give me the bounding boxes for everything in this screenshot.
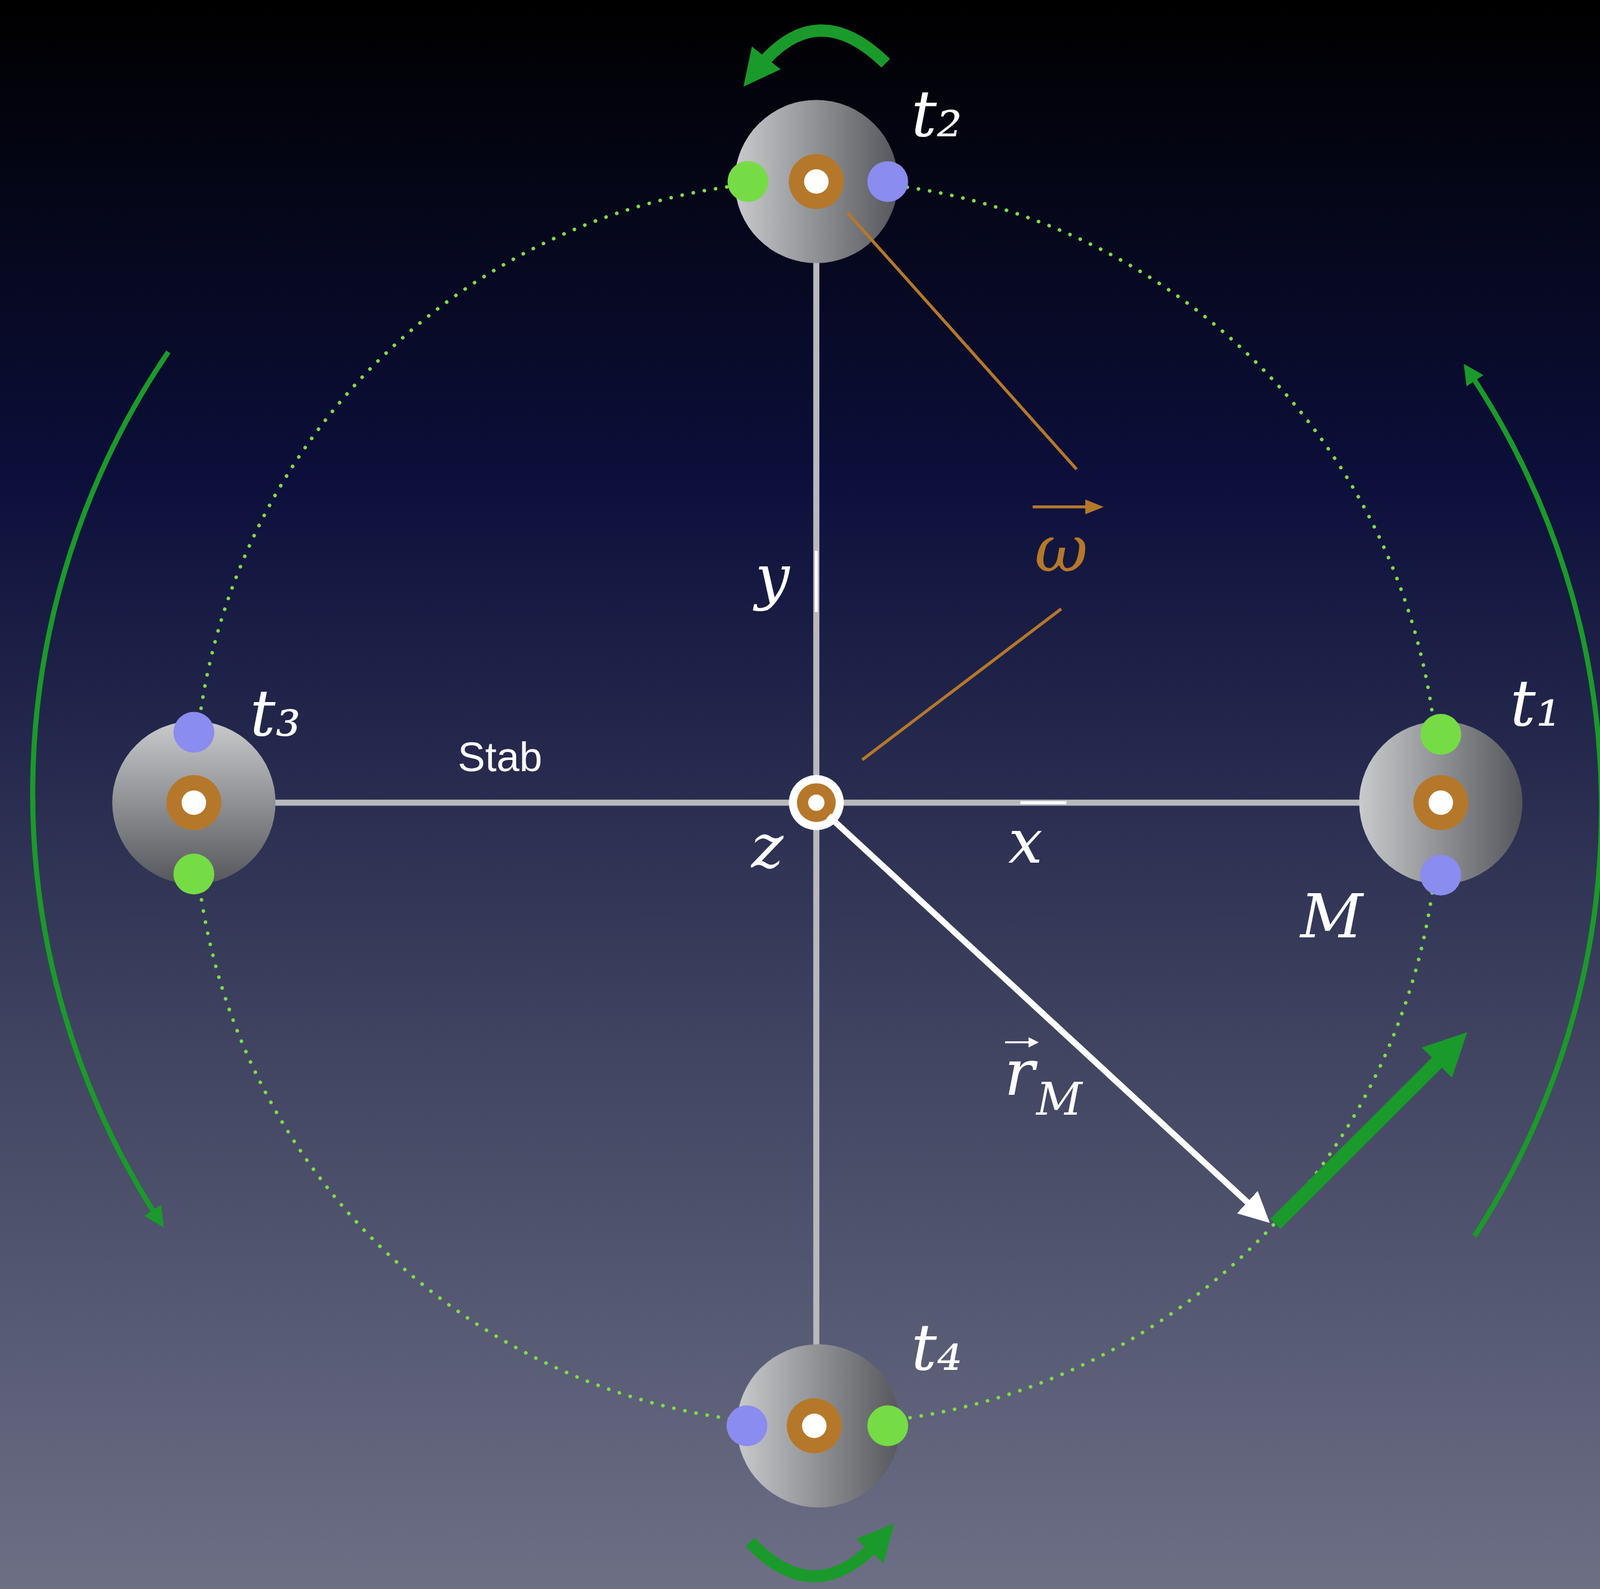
angular-velocity-label: ω <box>1034 516 1089 582</box>
time-label: t₄ <box>911 1316 963 1381</box>
time-label: t₂ <box>911 82 963 147</box>
axis-label: x <box>1008 811 1043 873</box>
position-vector-label: r <box>1004 1041 1035 1106</box>
time-label: t₃ <box>250 682 302 746</box>
rod-label: Stab <box>457 736 543 778</box>
time-label: t₁ <box>1510 672 1562 736</box>
axis-label: z <box>751 816 784 878</box>
mass-label: M <box>1300 885 1363 947</box>
position-subscript: M <box>1035 1077 1083 1122</box>
axis-label: y <box>755 545 790 608</box>
